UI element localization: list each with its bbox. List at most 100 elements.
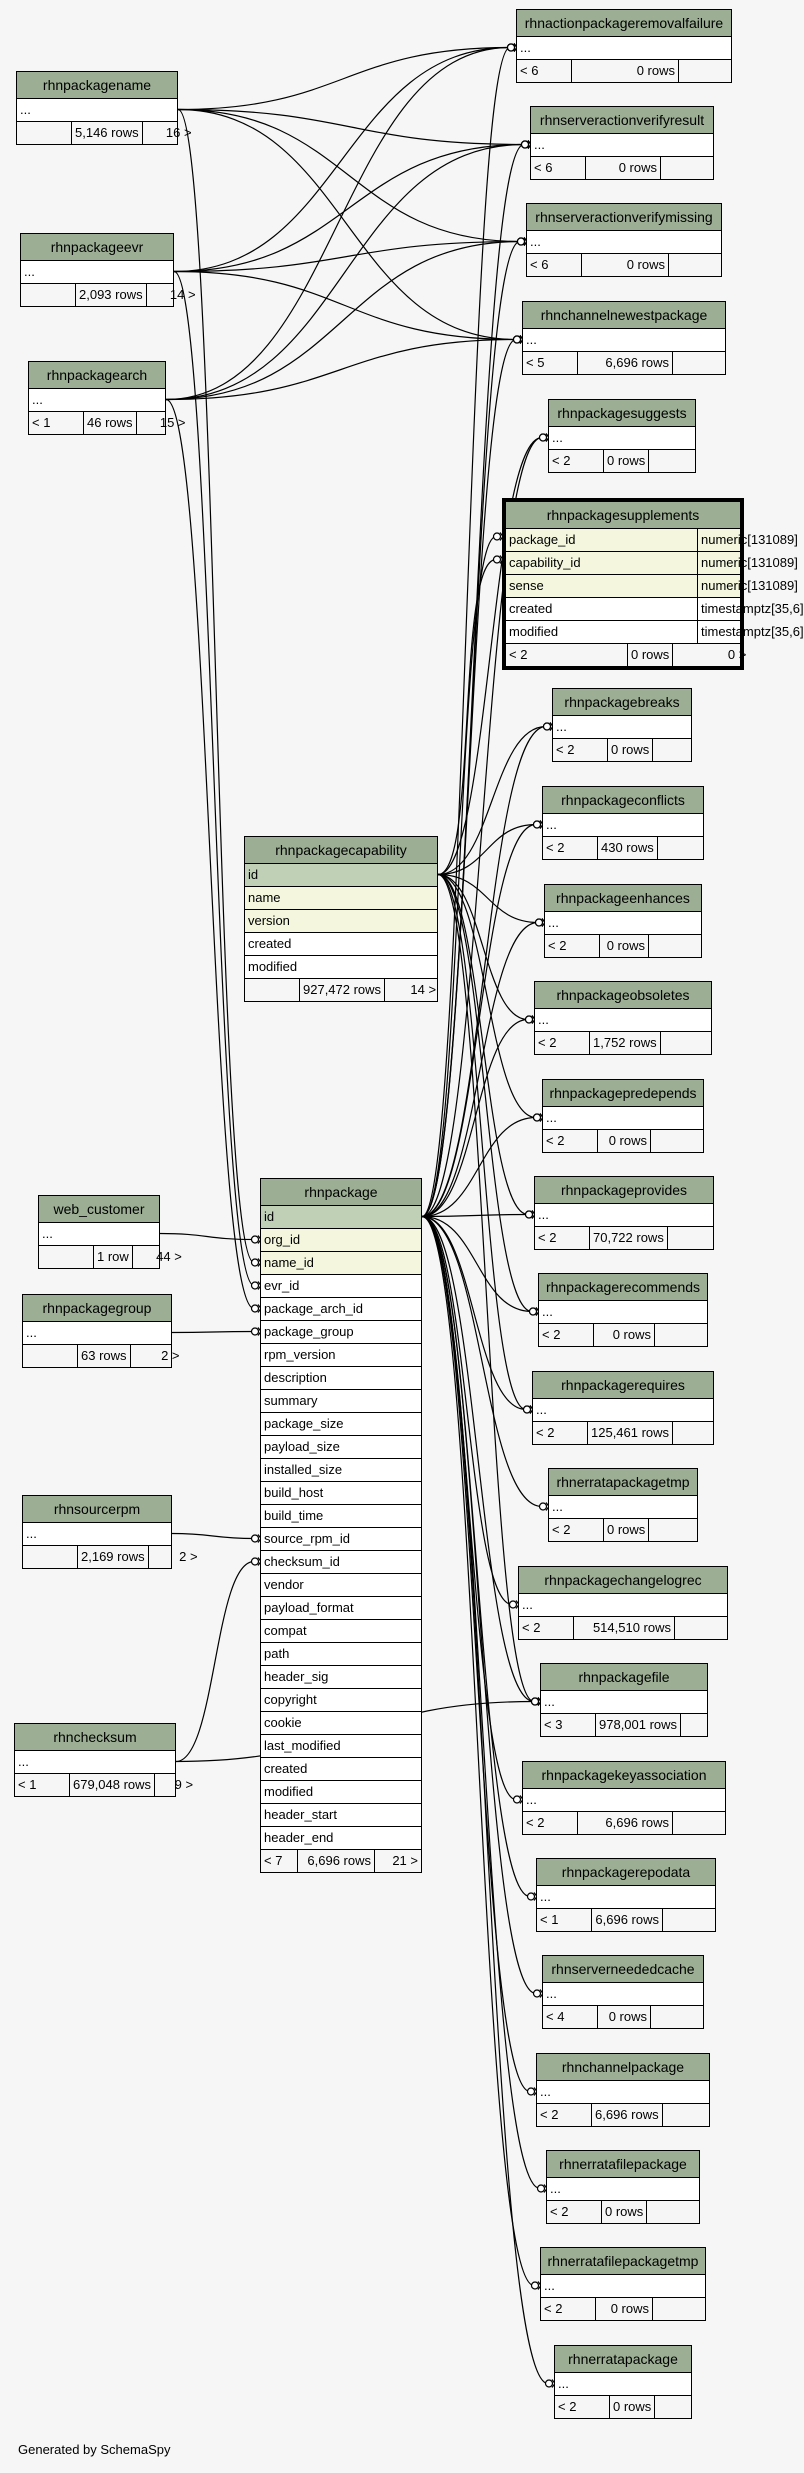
table-title[interactable]: rhnpackagerequires xyxy=(533,1372,713,1399)
column-row[interactable]: ... xyxy=(549,427,695,450)
child-count[interactable] xyxy=(652,2298,705,2320)
column-row[interactable]: ... xyxy=(545,912,701,935)
table-title[interactable]: rhnpackageenhances xyxy=(545,885,701,912)
column-row[interactable]: ... xyxy=(533,1399,713,1422)
parent-count[interactable]: < 2 xyxy=(546,840,565,855)
column-row[interactable]: ... xyxy=(537,2081,709,2104)
column-row[interactable]: id xyxy=(245,864,437,887)
column-row[interactable]: ... xyxy=(535,1204,713,1227)
column-row[interactable]: version xyxy=(245,910,437,933)
table-title[interactable]: rhnserverneededcache xyxy=(543,1956,703,1983)
column-row[interactable]: payload_size xyxy=(261,1436,421,1459)
table-title[interactable]: rhnpackagekeyassociation xyxy=(523,1762,725,1789)
column-row[interactable]: modified xyxy=(245,956,437,979)
parent-count[interactable]: < 2 xyxy=(552,1522,571,1537)
column-row[interactable]: created xyxy=(261,1758,421,1781)
column-row[interactable]: created xyxy=(245,933,437,956)
table-title[interactable]: rhnpackagebreaks xyxy=(553,689,691,716)
column-row[interactable]: last_modified xyxy=(261,1735,421,1758)
column-row[interactable]: payload_format xyxy=(261,1597,421,1620)
column-row[interactable]: ... xyxy=(553,716,691,739)
table-title[interactable]: rhnpackagesuggests xyxy=(549,400,695,427)
column-row[interactable]: header_end xyxy=(261,1827,421,1850)
child-count[interactable]: 16 > xyxy=(141,122,195,144)
child-count[interactable] xyxy=(661,2104,715,2126)
parent-count[interactable]: < 2 xyxy=(556,742,575,757)
table-title[interactable]: rhnerratapackagetmp xyxy=(549,1469,697,1496)
column-row[interactable]: ... xyxy=(537,1886,715,1909)
column-row[interactable]: ... xyxy=(519,1594,727,1617)
child-count[interactable] xyxy=(680,1714,733,1736)
column-row[interactable]: ... xyxy=(39,1223,159,1246)
parent-count[interactable]: < 2 xyxy=(538,1035,557,1050)
parent-count[interactable]: < 6 xyxy=(530,257,549,272)
column-row[interactable]: ... xyxy=(543,1107,703,1130)
parent-count[interactable]: < 7 xyxy=(264,1853,283,1868)
child-count[interactable] xyxy=(674,1617,727,1639)
column-row[interactable]: header_sig xyxy=(261,1666,421,1689)
column-row[interactable]: ... xyxy=(543,1983,703,2006)
column-row[interactable]: ... xyxy=(21,261,173,284)
table-title[interactable]: rhnpackageobsoletes xyxy=(535,982,711,1009)
table-title[interactable]: rhnpackageconflicts xyxy=(543,787,703,814)
table-title[interactable]: rhnsourcerpm xyxy=(23,1496,171,1523)
column-row[interactable]: compat xyxy=(261,1620,421,1643)
parent-count[interactable] xyxy=(21,284,75,306)
parent-count[interactable]: < 1 xyxy=(32,415,51,430)
table-title[interactable]: rhnpackagename xyxy=(17,72,177,99)
table-title[interactable]: rhnpackagearch xyxy=(29,362,165,389)
column-row[interactable]: ... xyxy=(541,2275,705,2298)
child-count[interactable]: 14 > xyxy=(384,979,439,1001)
parent-count[interactable]: < 2 xyxy=(558,2399,577,2414)
parent-count[interactable]: < 2 xyxy=(540,2107,559,2122)
child-count[interactable] xyxy=(650,2006,703,2028)
column-row[interactable]: ... xyxy=(539,1301,707,1324)
child-count[interactable] xyxy=(648,935,701,957)
column-row[interactable]: ... xyxy=(29,389,165,412)
column-row[interactable]: package_arch_id xyxy=(261,1298,421,1321)
child-count[interactable]: 15 > xyxy=(135,412,189,434)
parent-count[interactable]: < 2 xyxy=(536,1425,555,1440)
table-title[interactable]: rhnpackage xyxy=(261,1179,421,1206)
parent-count[interactable]: < 2 xyxy=(509,647,528,662)
column-row[interactable]: build_time xyxy=(261,1505,421,1528)
child-count[interactable] xyxy=(659,1032,713,1054)
column-row[interactable]: name xyxy=(245,887,437,910)
child-count[interactable] xyxy=(652,739,705,761)
column-row[interactable]: ... xyxy=(523,1789,725,1812)
column-row[interactable]: ... xyxy=(549,1496,697,1519)
column-row[interactable]: ... xyxy=(23,1523,171,1546)
parent-count[interactable]: < 5 xyxy=(526,355,545,370)
parent-count[interactable]: < 1 xyxy=(540,1912,559,1927)
column-row[interactable]: source_rpm_id xyxy=(261,1528,421,1551)
parent-count[interactable] xyxy=(245,979,299,1001)
child-count[interactable] xyxy=(648,450,701,472)
child-count[interactable] xyxy=(672,1422,725,1444)
child-count[interactable]: 2 > xyxy=(147,1546,201,1568)
column-row[interactable]: id xyxy=(261,1206,421,1229)
column-row[interactable]: ... xyxy=(541,1691,707,1714)
child-count[interactable] xyxy=(662,1909,715,1931)
child-count[interactable]: 2 > xyxy=(129,1345,183,1367)
table-title[interactable]: rhnserveractionverifyresult xyxy=(531,107,713,134)
column-row[interactable]: path xyxy=(261,1643,421,1666)
parent-count[interactable]: < 2 xyxy=(546,1133,565,1148)
table-title[interactable]: rhnpackagesupplements xyxy=(506,502,740,529)
